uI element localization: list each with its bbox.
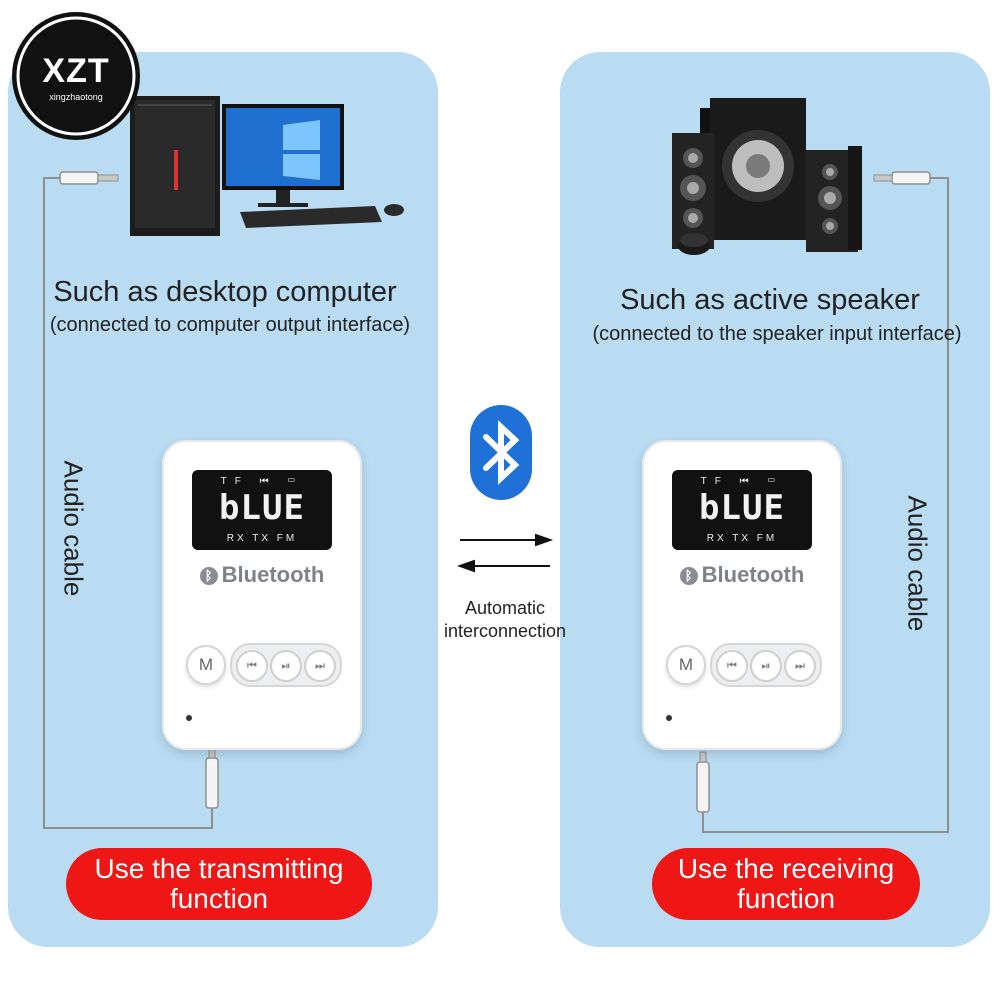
next-track-button[interactable]: ⏭ <box>304 650 336 682</box>
lcd-display: TF ⏮ ▭ bLUE RX TX FM <box>672 470 812 550</box>
left-cable-plug-top <box>59 171 119 185</box>
transmitting-function-button[interactable]: Use the transmitting function <box>66 848 372 920</box>
play-pause-button[interactable]: ⏯ <box>270 650 302 682</box>
mode-button[interactable]: M <box>186 645 226 685</box>
lcd-display: TF ⏮ ▭ bLUE RX TX FM <box>192 470 332 550</box>
desktop-computer-illustration <box>130 96 404 236</box>
right-audio-cable <box>702 177 949 833</box>
right-cable-plug-bottom <box>696 751 710 813</box>
left-cable-label: Audio cable <box>58 460 89 597</box>
bluetooth-mini-icon: ᛒ <box>679 567 698 586</box>
playback-button-group: ⏮ ⏯ ⏭ <box>230 643 342 687</box>
play-pause-button[interactable]: ⏯ <box>750 650 782 682</box>
auto-interconnection-line2: interconnection <box>443 621 567 641</box>
bluetooth-icon <box>470 405 532 500</box>
left-cable-plug-bottom <box>205 747 219 809</box>
lcd-mode-labels: RX TX FM <box>706 533 778 544</box>
left-audio-cable <box>43 177 213 829</box>
bluetooth-mini-icon: ᛒ <box>199 567 218 586</box>
lcd-status-icons: TF ⏮ ▭ <box>220 476 304 487</box>
logo-brand: XZT <box>42 52 110 90</box>
auto-interconnection-label: Automatic interconnection <box>420 597 590 643</box>
indicator-light <box>666 715 672 721</box>
xzt-logo-icon <box>12 12 140 140</box>
lcd-mode-labels: RX TX FM <box>226 533 298 544</box>
right-arrow <box>460 533 553 547</box>
receiving-function-button[interactable]: Use the receiving function <box>652 848 920 920</box>
mode-button[interactable]: M <box>666 645 706 685</box>
right-cable-label: Audio cable <box>902 495 933 632</box>
previous-track-button[interactable]: ⏮ <box>716 650 748 682</box>
bluetooth-rune-icon <box>483 420 520 485</box>
auto-interconnection-line1: Automatic <box>464 598 546 618</box>
device-brand-label: Bluetooth <box>221 562 325 587</box>
left-title: Such as desktop computer <box>53 276 397 308</box>
right-subtitle: (connected to the speaker input interfac… <box>592 323 962 345</box>
logo-tagline: xingzhaotong <box>49 92 103 102</box>
device-brand-label: Bluetooth <box>701 562 805 587</box>
transmitting-function-label: Use the transmitting function <box>94 853 344 914</box>
lcd-main-text: bLUE <box>219 488 305 528</box>
right-title: Such as active speaker <box>620 284 920 316</box>
lcd-status-icons: TF ⏮ ▭ <box>700 476 784 487</box>
receiving-function-label: Use the receiving function <box>677 853 895 914</box>
left-subtitle: (connected to computer output interface) <box>49 314 411 336</box>
lcd-main-text: bLUE <box>699 488 785 528</box>
indicator-light <box>186 715 192 721</box>
active-speaker-illustration <box>672 98 862 255</box>
next-track-button[interactable]: ⏭ <box>784 650 816 682</box>
right-cable-plug-top <box>873 171 931 185</box>
previous-track-button[interactable]: ⏮ <box>236 650 268 682</box>
playback-button-group: ⏮ ⏯ ⏭ <box>710 643 822 687</box>
left-arrow <box>457 559 550 573</box>
